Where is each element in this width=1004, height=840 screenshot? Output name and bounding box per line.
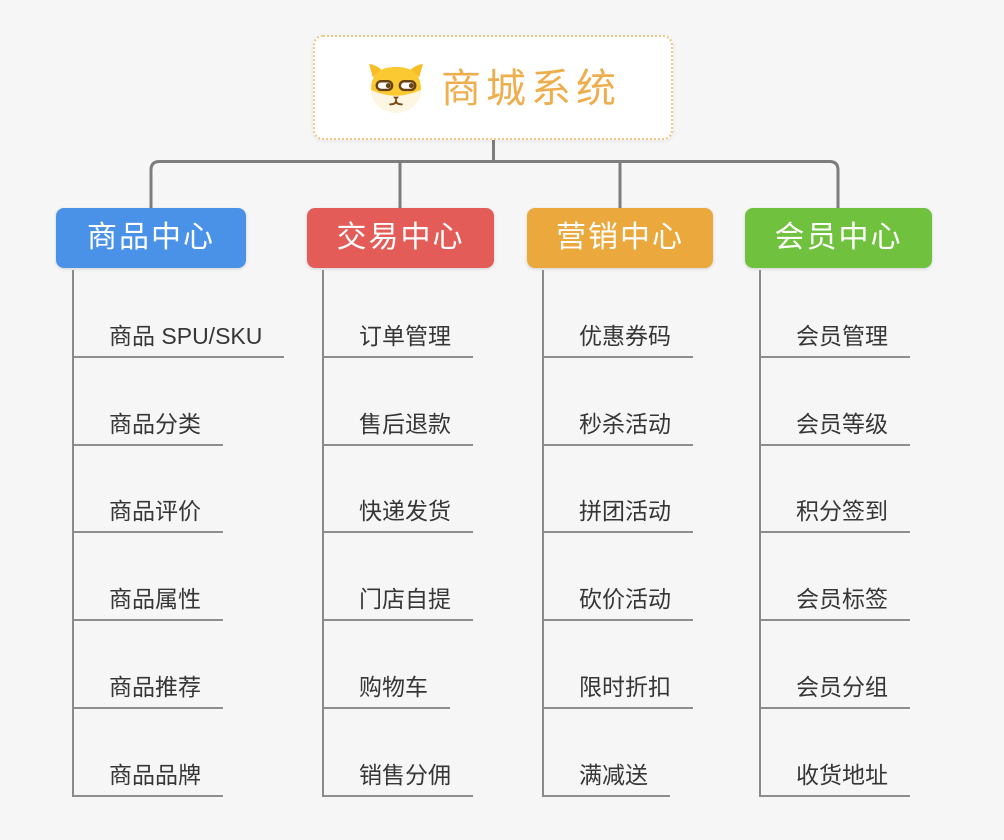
branch-children-trade-center: 订单管理售后退款快递发货门店自提购物车销售分佣 [322, 270, 473, 797]
leaf-node[interactable]: 销售分佣 [324, 709, 473, 797]
leaf-node[interactable]: 商品推荐 [74, 621, 223, 710]
leaf-node[interactable]: 商品品牌 [74, 709, 223, 797]
leaf-label: 购物车 [359, 674, 428, 701]
leaf-label: 会员等级 [796, 410, 888, 437]
branch-label: 营销中心 [556, 221, 684, 254]
leaf-node[interactable]: 商品分类 [74, 358, 223, 446]
leaf-node[interactable]: 购物车 [324, 621, 450, 710]
branch-label: 会员中心 [774, 221, 903, 254]
leaf-label: 优惠券码 [579, 322, 671, 349]
leaf-label: 订单管理 [359, 322, 451, 349]
branch-children-product-center: 商品 SPU/SKU 商品分类商品评价商品属性商品推荐商品品牌 [72, 270, 285, 797]
leaf-node[interactable]: 优惠券码 [544, 270, 693, 358]
leaf-node[interactable]: 会员管理 [761, 270, 910, 358]
leaf-node[interactable]: 会员分组 [761, 621, 910, 710]
leaf-label: 商品 SPU/SKU [109, 322, 263, 349]
dog-face-icon [369, 63, 423, 113]
leaf-node[interactable]: 订单管理 [324, 270, 473, 358]
leaf-node[interactable]: 门店自提 [324, 533, 473, 622]
leaf-node[interactable]: 会员标签 [761, 533, 910, 622]
branch-label: 交易中心 [336, 221, 465, 254]
root-title: 商城系统 [441, 66, 621, 111]
leaf-node[interactable]: 砍价活动 [544, 533, 693, 622]
leaf-node[interactable]: 商品属性 [74, 533, 223, 622]
leaf-label: 会员管理 [796, 322, 888, 349]
leaf-label: 会员分组 [796, 674, 888, 701]
branch-label: 商品中心 [87, 221, 215, 254]
leaf-label: 拼团活动 [579, 498, 671, 525]
leaf-node[interactable]: 会员等级 [761, 358, 910, 446]
leaf-label: 售后退款 [359, 410, 451, 437]
branch-node-trade-center[interactable]: 交易中心 [307, 208, 494, 268]
leaf-label: 限时折扣 [579, 674, 671, 701]
leaf-label: 收货地址 [796, 761, 888, 788]
root-node[interactable]: 商城系统 [313, 35, 673, 140]
leaf-label: 秒杀活动 [579, 410, 671, 437]
leaf-node[interactable]: 售后退款 [324, 358, 473, 446]
leaf-label: 商品推荐 [109, 674, 201, 701]
leaf-label: 快递发货 [359, 498, 451, 525]
leaf-label: 销售分佣 [359, 761, 451, 788]
leaf-label: 满减送 [579, 761, 648, 788]
leaf-label: 砍价活动 [579, 586, 671, 613]
leaf-label: 门店自提 [359, 586, 451, 613]
leaf-label: 商品品牌 [109, 761, 201, 788]
leaf-label: 商品评价 [109, 498, 201, 525]
branch-node-product-center[interactable]: 商品中心 [56, 208, 246, 268]
branch-children-member-center: 会员管理会员等级积分签到会员标签会员分组收货地址 [759, 270, 910, 797]
leaf-label: 商品分类 [109, 410, 201, 437]
leaf-label: 会员标签 [796, 586, 888, 613]
leaf-label: 积分签到 [796, 498, 888, 525]
leaf-node[interactable]: 秒杀活动 [544, 358, 693, 446]
leaf-node[interactable]: 限时折扣 [544, 621, 693, 710]
leaf-node[interactable]: 快递发货 [324, 446, 473, 534]
leaf-label: 商品属性 [109, 586, 201, 613]
leaf-node[interactable]: 拼团活动 [544, 446, 693, 534]
branch-node-member-center[interactable]: 会员中心 [745, 208, 932, 268]
leaf-node[interactable]: 商品评价 [74, 446, 223, 534]
leaf-node[interactable]: 满减送 [544, 709, 670, 797]
leaf-node[interactable]: 积分签到 [761, 446, 910, 534]
branch-children-marketing-center: 优惠券码秒杀活动拼团活动砍价活动限时折扣满减送 [542, 270, 693, 797]
branch-node-marketing-center[interactable]: 营销中心 [527, 208, 713, 268]
leaf-node[interactable]: 收货地址 [761, 709, 910, 797]
leaf-node[interactable]: 商品 SPU/SKU [74, 270, 285, 358]
